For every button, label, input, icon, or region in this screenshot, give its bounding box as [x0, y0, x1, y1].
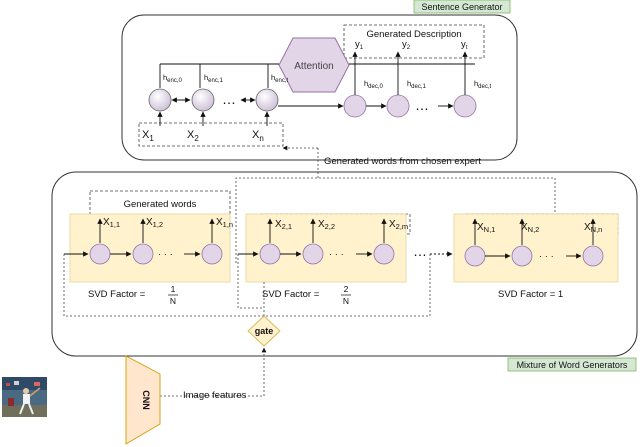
encoder-dots: …	[222, 91, 236, 107]
expert-1-output-2: X1,2	[146, 217, 163, 229]
sentence-generator-box	[121, 14, 518, 161]
expert-n-node-n	[582, 245, 604, 267]
encoder-node-t	[255, 88, 279, 112]
expert-2-output-1: X2,1	[275, 219, 292, 231]
gate-label: gate	[255, 326, 274, 336]
generated-description-box	[343, 24, 485, 59]
y-label-2: y2	[402, 39, 411, 51]
expert-n-node-2	[511, 245, 533, 267]
h-dec-t-label: hdec,t	[474, 79, 492, 90]
cnn-block	[125, 355, 161, 445]
expert-2-output-m: X2,m	[389, 219, 408, 231]
expert-1-dots: · · ·	[158, 249, 173, 260]
decoder-node-1	[386, 94, 410, 118]
encoder-node-1	[191, 88, 215, 112]
feedback-caption: Generated words from chosen expert	[324, 156, 481, 167]
sentence-generator-tag	[413, 0, 511, 14]
generated-description-label: Generated Description	[366, 29, 461, 40]
expert-1-svd-den: N	[170, 296, 176, 306]
expert-2-svd-num: 2	[344, 284, 349, 294]
expert-1-outputs: X1,1 X1,2 X1,n	[103, 217, 233, 229]
expert-n-svd-factor: SVD Factor = 1	[498, 289, 563, 300]
h-dec-1-label: hdec,1	[407, 79, 427, 90]
expert-2-node-m	[373, 243, 395, 265]
mixture-tag-text: Mixture of Word Generators	[517, 360, 628, 370]
generated-words-label: Generated words	[124, 199, 197, 210]
expert-n-dots: · · ·	[539, 251, 554, 262]
x-input-1: X1	[142, 129, 154, 143]
expert-2-output-2: X2,2	[318, 219, 335, 231]
image-features-label: Image features	[183, 390, 247, 401]
expert-n-node-1	[464, 245, 486, 267]
expert-2-node-1	[259, 243, 281, 265]
expert-n-output-2: XN,2	[521, 222, 539, 234]
expert-n-output-n: XN,n	[584, 222, 602, 234]
expert-2-node-2	[302, 243, 324, 265]
h-dec-0-label: hdec,0	[364, 79, 384, 90]
decoder-dots: …	[415, 97, 429, 113]
expert-2-dots: · · ·	[329, 249, 344, 260]
expert-2-outputs: X2,1 X2,2 X2,m	[275, 219, 408, 231]
expert-2-svd-factor: SVD Factor =	[262, 289, 320, 300]
expert-1-output-n: X1,n	[216, 217, 233, 229]
decoder-node-t	[453, 94, 477, 118]
expert-n-outputs: XN,1 XN,2 XN,n	[477, 222, 602, 234]
input-image	[2, 377, 47, 417]
y-label-1: y1	[355, 39, 364, 51]
mixture-box	[51, 171, 638, 357]
encoder-input-box	[138, 122, 284, 147]
expert-1-node-2	[132, 243, 154, 265]
h-enc-0-label: henc,0	[163, 73, 183, 84]
expert-n-output-1: XN,1	[477, 222, 495, 234]
h-enc-t-label: henc,t	[271, 73, 289, 84]
attention-hexagon	[278, 37, 350, 93]
decoder-node-0	[343, 94, 367, 118]
attention-label: Attention	[294, 61, 333, 72]
h-enc-1-label: henc,1	[204, 73, 224, 84]
gate-diamond	[247, 315, 281, 347]
expert-1-node-n	[201, 243, 223, 265]
expert-1-node-1	[89, 243, 111, 265]
encoder-node-0	[148, 88, 172, 112]
x-input-n: Xn	[252, 129, 264, 143]
expert-2-svd-den: N	[343, 296, 349, 306]
sentence-generator-tag-text: Sentence Generator	[421, 2, 502, 12]
expert-1-svd-num: 1	[171, 284, 176, 294]
mixture-tag	[507, 357, 637, 372]
x-input-2: X2	[187, 129, 199, 143]
expert-1-svd-factor: SVD Factor =	[88, 289, 146, 300]
between-experts-dots: …	[413, 243, 427, 259]
expert-1-output-1: X1,1	[103, 217, 120, 229]
cnn-label: CNN	[141, 390, 151, 410]
y-label-t: yt	[461, 39, 468, 51]
